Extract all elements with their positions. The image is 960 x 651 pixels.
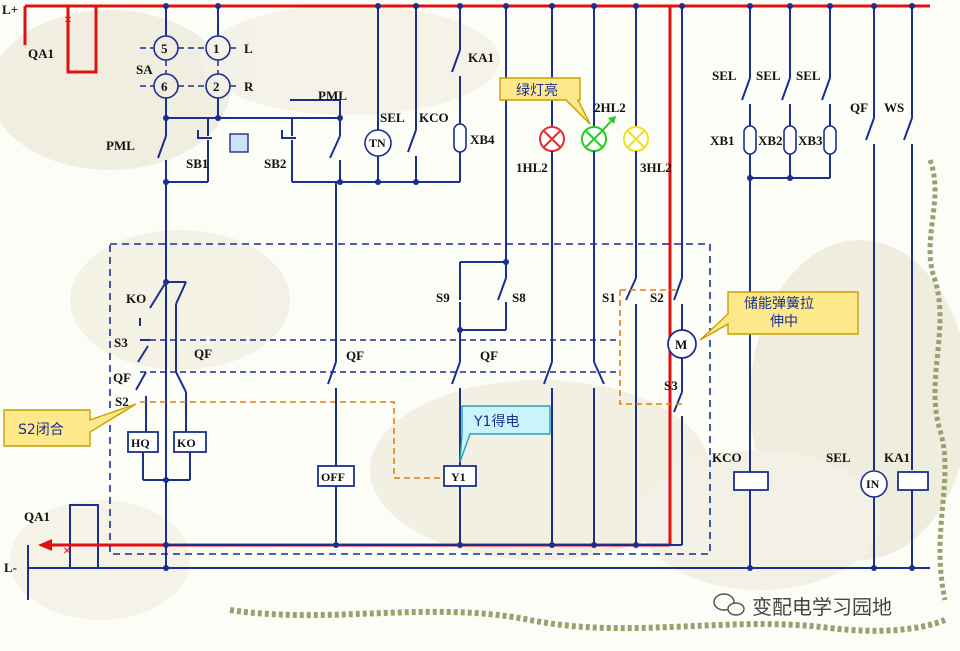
sel-3-label: SEL	[796, 68, 821, 83]
callout-spring-line-1: 储能弹簧拉	[744, 296, 814, 312]
qf-mid-label: QF	[346, 348, 364, 363]
negative-rail: ×	[27, 504, 930, 600]
y1-coil-label: Y1	[451, 470, 466, 484]
callout-s2-closed: S2闭合	[3, 403, 137, 447]
watermark-text: 变配电学习园地	[752, 595, 892, 619]
pml-left-label: PML	[106, 138, 135, 153]
callout-green-light: 绿灯亮	[499, 77, 591, 125]
s3-left-label: S3	[114, 335, 128, 350]
s3-right-label: S3	[664, 378, 678, 393]
sb1-label: SB1	[186, 156, 208, 171]
s2-linkage	[140, 401, 444, 479]
sb1-button	[166, 118, 249, 183]
hl3-label: 3HL2	[640, 160, 672, 175]
callout-s2-closed-text: S2闭合	[18, 422, 64, 438]
sa-control-switch	[140, 6, 340, 119]
ko-top-label: KO	[126, 291, 146, 306]
qf-right-label: QF	[850, 100, 868, 115]
callout-green-light-text: 绿灯亮	[516, 82, 558, 99]
qa1-bottom-mark: ×	[63, 544, 71, 559]
sa-5: 5	[161, 41, 168, 56]
qf-left-a-label: QF	[194, 346, 212, 361]
tn-sel-kco-group	[364, 6, 467, 182]
callout-y1-energized-text: Y1得电	[473, 413, 519, 430]
decorative-vine	[229, 159, 948, 634]
right-coils	[733, 470, 929, 568]
s8-label: S8	[512, 290, 526, 305]
tn-label: TN	[369, 136, 386, 150]
off-coil-label: OFF	[321, 470, 345, 484]
mechanism-box	[109, 243, 711, 555]
motor-section	[619, 6, 697, 545]
qa1-top-breaker: ×	[23, 6, 98, 74]
sa-r-label: R	[244, 79, 254, 94]
xb4-label: XB4	[470, 132, 495, 147]
qa1-top-label: QA1	[28, 46, 54, 61]
callout-spring-text: 储能弹簧拉伸中	[744, 296, 814, 330]
lamp-group	[505, 6, 649, 362]
off-branch	[317, 182, 355, 545]
sa-2: 2	[213, 79, 220, 94]
wechat-icon	[713, 593, 735, 611]
callout-y1-energized: Y1得电	[459, 405, 551, 463]
qa1-mark: ×	[64, 13, 72, 28]
s2-right-label: S2	[650, 290, 664, 305]
sel-top-label: SEL	[380, 110, 405, 125]
sa-6: 6	[161, 79, 168, 94]
sel-2-label: SEL	[756, 68, 781, 83]
ka1-coil-label: KA1	[884, 450, 910, 465]
s1-right-label: S1	[602, 290, 616, 305]
hq-coil-label: HQ	[131, 436, 150, 450]
sa-l-label: L	[244, 41, 253, 56]
in-label: IN	[866, 477, 880, 491]
hl1-label: 1HL2	[516, 160, 548, 175]
qf-y1-label: QF	[480, 348, 498, 363]
l-minus-label: L-	[4, 560, 17, 575]
pml-top-label: PML	[318, 88, 347, 103]
xb2-label: XB2	[758, 133, 783, 148]
qa1-bottom-label: QA1	[24, 509, 50, 524]
xb3-label: XB3	[798, 133, 823, 148]
qf-left-b-label: QF	[113, 370, 131, 385]
kco-top-label: KCO	[419, 110, 449, 125]
callout-spring: 储能弹簧拉伸中	[699, 291, 859, 341]
s9-label: S9	[436, 290, 450, 305]
lamp-contacts	[543, 361, 605, 545]
motor-label: M	[675, 337, 687, 352]
l-plus-label: L+	[2, 2, 18, 17]
callout-spring-line-2: 伸中	[770, 314, 798, 330]
ko-hq-branch	[127, 281, 207, 568]
sel-coil-label: SEL	[826, 450, 851, 465]
ko-coil-label: KO	[177, 436, 196, 450]
right-sel-xb-group	[741, 6, 913, 472]
xb1-label: XB1	[710, 133, 735, 148]
ka1-top-label: KA1	[468, 50, 494, 65]
sa-1: 1	[213, 41, 220, 56]
sb2-label: SB2	[264, 156, 286, 171]
s2-left-label: S2	[115, 394, 129, 409]
junction-dots	[163, 3, 915, 571]
watermark: 变配电学习园地	[713, 593, 892, 619]
ws-label: WS	[884, 100, 904, 115]
sa-label: SA	[136, 62, 153, 77]
sel-1-label: SEL	[712, 68, 737, 83]
arrow-left-icon	[38, 539, 52, 551]
kco-coil-label: KCO	[712, 450, 742, 465]
hl2-label: 2HL2	[594, 100, 626, 115]
